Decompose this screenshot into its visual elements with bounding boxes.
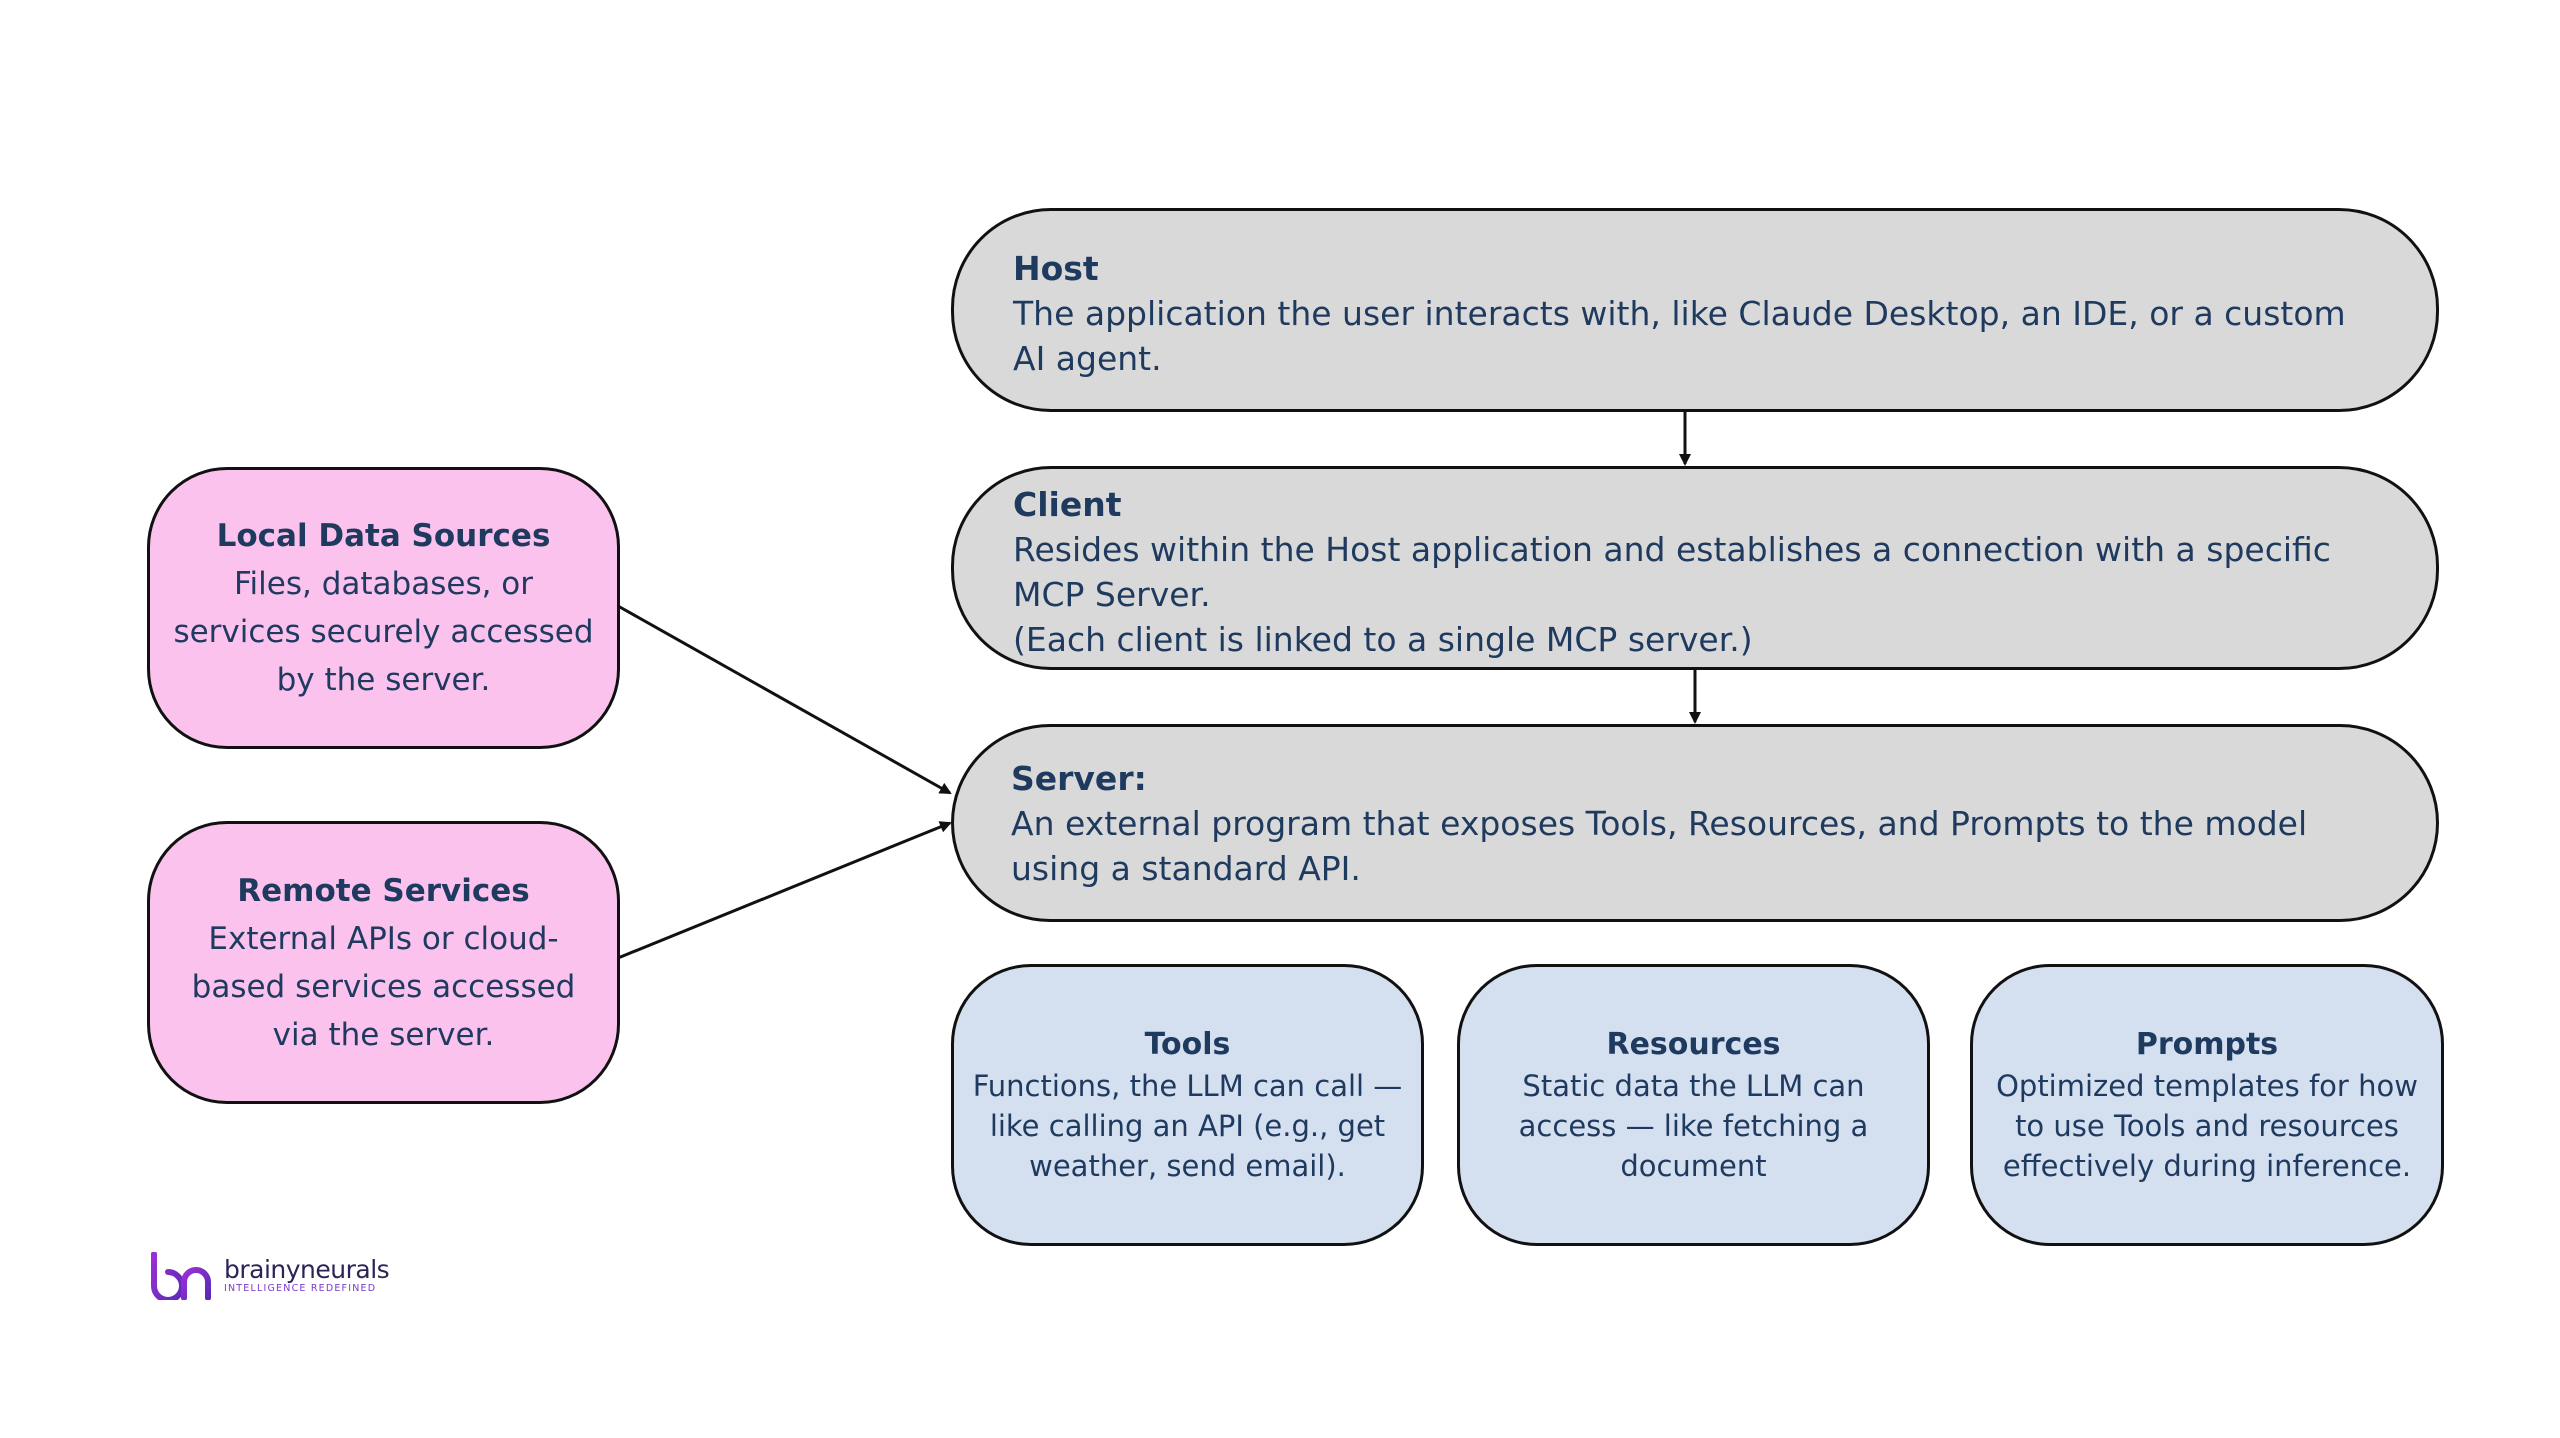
resources-box: Resources Static data the LLM can access…	[1457, 964, 1930, 1246]
brainyneurals-logo: brainyneurals INTELLIGENCE REDEFINED	[148, 1252, 390, 1300]
remote-services-box: Remote Services External APIs or cloud-b…	[147, 821, 620, 1104]
prompts-title: Prompts	[2135, 1027, 2279, 1062]
host-box: Host The application the user interacts …	[951, 208, 2439, 412]
host-title: Host	[1013, 249, 1099, 288]
resources-title: Resources	[1606, 1027, 1781, 1062]
tools-title: Tools	[1144, 1027, 1231, 1062]
remote-services-title: Remote Services	[237, 872, 530, 909]
client-box: Client Resides within the Host applicati…	[951, 466, 2439, 670]
logo-tagline: INTELLIGENCE REDEFINED	[224, 1283, 377, 1294]
logo-name: brainyneurals	[224, 1255, 390, 1284]
prompts-box: Prompts Optimized templates for how to u…	[1970, 964, 2444, 1246]
client-title: Client	[1013, 485, 1122, 524]
client-description: Resides within the Host application and …	[1013, 530, 2331, 614]
tools-description: Functions, the LLM can call — like calli…	[972, 1069, 1403, 1183]
bn-logo-mark-icon	[151, 1252, 211, 1300]
server-box: Server: An external program that exposes…	[951, 724, 2439, 922]
client-note: (Each client is linked to a single MCP s…	[1013, 620, 1753, 659]
resources-description: Static data the LLM can access — like fe…	[1518, 1069, 1869, 1183]
local-data-sources-description: Files, databases, or services securely a…	[173, 566, 594, 698]
local-data-sources-box: Local Data Sources Files, databases, or …	[147, 467, 620, 749]
arrow-remote-to-server	[617, 821, 952, 960]
arrow-local-to-server	[617, 604, 952, 795]
local-data-sources-title: Local Data Sources	[216, 518, 551, 554]
host-description: The application the user interacts with,…	[1013, 294, 2346, 378]
server-title: Server:	[1011, 759, 1147, 798]
tools-box: Tools Functions, the LLM can call — like…	[951, 964, 1424, 1246]
remote-services-description: External APIs or cloud-based services ac…	[191, 920, 576, 1053]
server-description: An external program that exposes Tools, …	[1011, 804, 2308, 888]
prompts-description: Optimized templates for how to use Tools…	[1996, 1069, 2418, 1183]
